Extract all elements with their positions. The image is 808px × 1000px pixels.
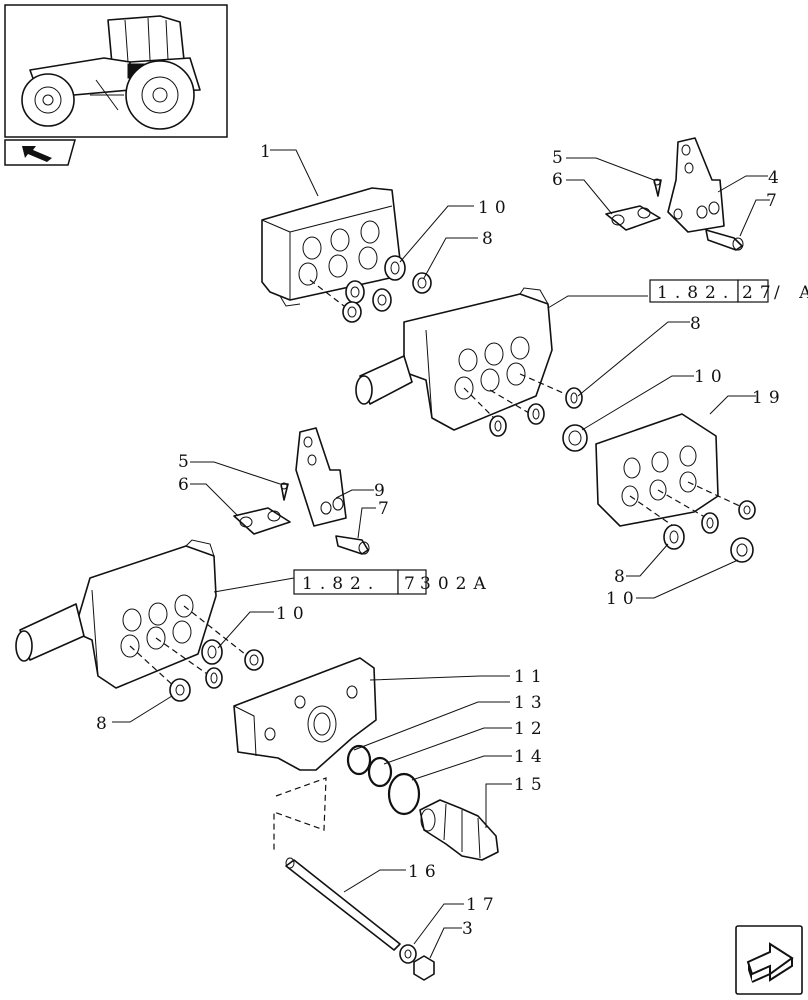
callout-12: 12 — [514, 719, 548, 739]
callout-10: 10 — [694, 367, 728, 387]
callout-8: 8 — [482, 229, 499, 249]
callout-13: 13 — [514, 693, 548, 713]
callout-5: 5 — [178, 452, 195, 472]
part-9-bracket — [295, 427, 347, 527]
part-16-tie-rod — [285, 857, 401, 951]
reference-link-upper[interactable]: 1.82. 27 / A — [649, 279, 808, 303]
o-ring-12 — [367, 756, 393, 788]
part-5-clip — [653, 178, 662, 197]
washers-row-2 — [489, 387, 588, 452]
callout-6: 6 — [552, 170, 569, 190]
callout-5: 5 — [552, 148, 569, 168]
reference-lower-suffix: 302A — [420, 574, 493, 594]
back-arrow-icon[interactable] — [4, 139, 76, 166]
reference-lower-page: 1.82. — [302, 574, 380, 594]
part-7-pin — [705, 229, 744, 251]
part-6-link — [605, 205, 661, 231]
callout-10: 10 — [276, 604, 310, 624]
part-3-nut — [413, 955, 435, 981]
reference-upper-page: 1.82. — [657, 283, 735, 303]
reference-lower-item: 7 — [404, 574, 422, 594]
o-ring-13 — [346, 744, 372, 776]
callout-10: 10 — [606, 589, 640, 609]
middle-valve-section — [355, 287, 571, 431]
washers-row-3 — [663, 500, 756, 563]
callout-8: 8 — [614, 567, 631, 587]
callout-4: 4 — [768, 168, 785, 188]
next-page-icon[interactable] — [735, 925, 803, 995]
leader-lines — [112, 149, 770, 959]
callout-17: 17 — [466, 895, 500, 915]
dashed-connector — [273, 777, 327, 852]
part-6-link-lower — [233, 507, 291, 535]
reference-upper-item: 27 — [742, 283, 778, 303]
callout-19: 19 — [752, 388, 786, 408]
callout-3: 3 — [462, 919, 479, 939]
part-15-fitting — [419, 799, 499, 861]
part-1-valve-cover — [261, 187, 401, 307]
callout-labels: 1 10 8 5 6 4 7 8 10 19 5 6 9 7 8 10 10 8… — [96, 142, 786, 939]
callout-6: 6 — [178, 475, 195, 495]
callout-10: 10 — [478, 198, 512, 218]
part-5-clip-lower — [280, 482, 289, 501]
part-7-pin-lower — [335, 535, 370, 555]
callout-16: 16 — [408, 862, 442, 882]
callout-7: 7 — [378, 499, 395, 519]
part-17-washer — [399, 944, 417, 964]
part-4-bracket — [667, 137, 725, 233]
callout-7: 7 — [766, 191, 783, 211]
reference-link-lower[interactable]: 1.82. 7 302A — [293, 569, 493, 595]
tractor-thumbnail — [4, 4, 228, 138]
callout-9: 9 — [374, 481, 391, 501]
callout-15: 15 — [514, 775, 548, 795]
callout-1: 1 — [260, 142, 277, 162]
reference-upper-suffix: / A — [774, 283, 808, 303]
part-11-inlet-cover — [233, 657, 377, 771]
lower-valve-section — [15, 539, 251, 689]
callout-8: 8 — [96, 714, 113, 734]
callout-8: 8 — [690, 314, 707, 334]
callout-14: 14 — [514, 747, 548, 767]
part-19-end-cover — [595, 413, 745, 529]
o-ring-14 — [387, 772, 421, 816]
callout-11: 11 — [514, 667, 548, 687]
washers-row-4 — [169, 639, 264, 702]
